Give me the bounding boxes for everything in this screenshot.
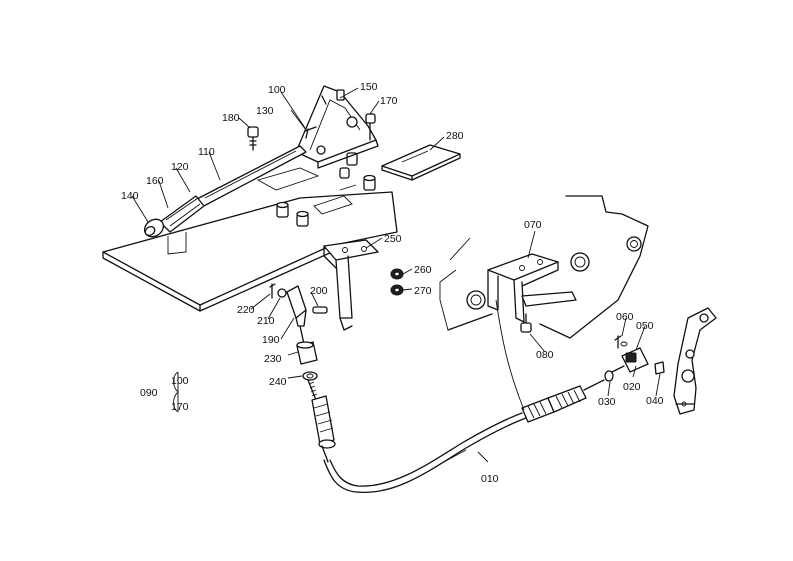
control-cable bbox=[323, 335, 665, 494]
engine-housing bbox=[439, 195, 649, 411]
label-050: 050 bbox=[636, 320, 654, 332]
plate-pegs bbox=[276, 152, 376, 227]
label-070: 070 bbox=[524, 219, 542, 231]
label-100: 100 bbox=[268, 84, 286, 96]
label-060: 060 bbox=[616, 311, 634, 323]
label-020: 020 bbox=[623, 381, 641, 393]
label-170-ref: 170 bbox=[171, 401, 189, 413]
label-100-ref: 100 bbox=[171, 375, 189, 387]
label-120: 120 bbox=[171, 161, 189, 173]
label-260: 260 bbox=[414, 264, 432, 276]
label-160: 160 bbox=[146, 175, 164, 187]
label-040: 040 bbox=[646, 395, 664, 407]
part-labels: 010 020 030 040 050 060 070 080 090 100 … bbox=[121, 81, 664, 485]
label-230: 230 bbox=[264, 353, 282, 365]
cover-plate bbox=[381, 144, 461, 181]
label-130: 130 bbox=[256, 105, 274, 117]
label-110: 110 bbox=[198, 146, 215, 158]
label-250: 250 bbox=[384, 233, 402, 245]
lever-handle bbox=[143, 113, 376, 238]
label-170: 170 bbox=[380, 95, 398, 107]
label-180: 180 bbox=[222, 112, 240, 124]
floor-plate bbox=[102, 167, 398, 312]
label-090: 090 bbox=[140, 387, 158, 399]
label-270: 270 bbox=[414, 285, 432, 297]
lever-bracket bbox=[295, 85, 379, 169]
leader-lines bbox=[131, 87, 661, 463]
label-240: 240 bbox=[269, 376, 287, 388]
label-220: 220 bbox=[237, 304, 255, 316]
label-280: 280 bbox=[446, 130, 464, 142]
nut-washer bbox=[390, 268, 404, 296]
label-210: 210 bbox=[257, 315, 275, 327]
label-200: 200 bbox=[310, 285, 328, 297]
label-080: 080 bbox=[536, 349, 554, 361]
left-cable-end bbox=[269, 283, 336, 463]
cable-bracket bbox=[323, 239, 379, 331]
label-030: 030 bbox=[598, 396, 616, 408]
label-140: 140 bbox=[121, 190, 139, 202]
label-010: 010 bbox=[481, 473, 499, 485]
label-190: 190 bbox=[262, 334, 280, 346]
throttle-arm bbox=[673, 307, 717, 415]
label-150: 150 bbox=[360, 81, 378, 93]
cable-stay bbox=[487, 253, 577, 333]
